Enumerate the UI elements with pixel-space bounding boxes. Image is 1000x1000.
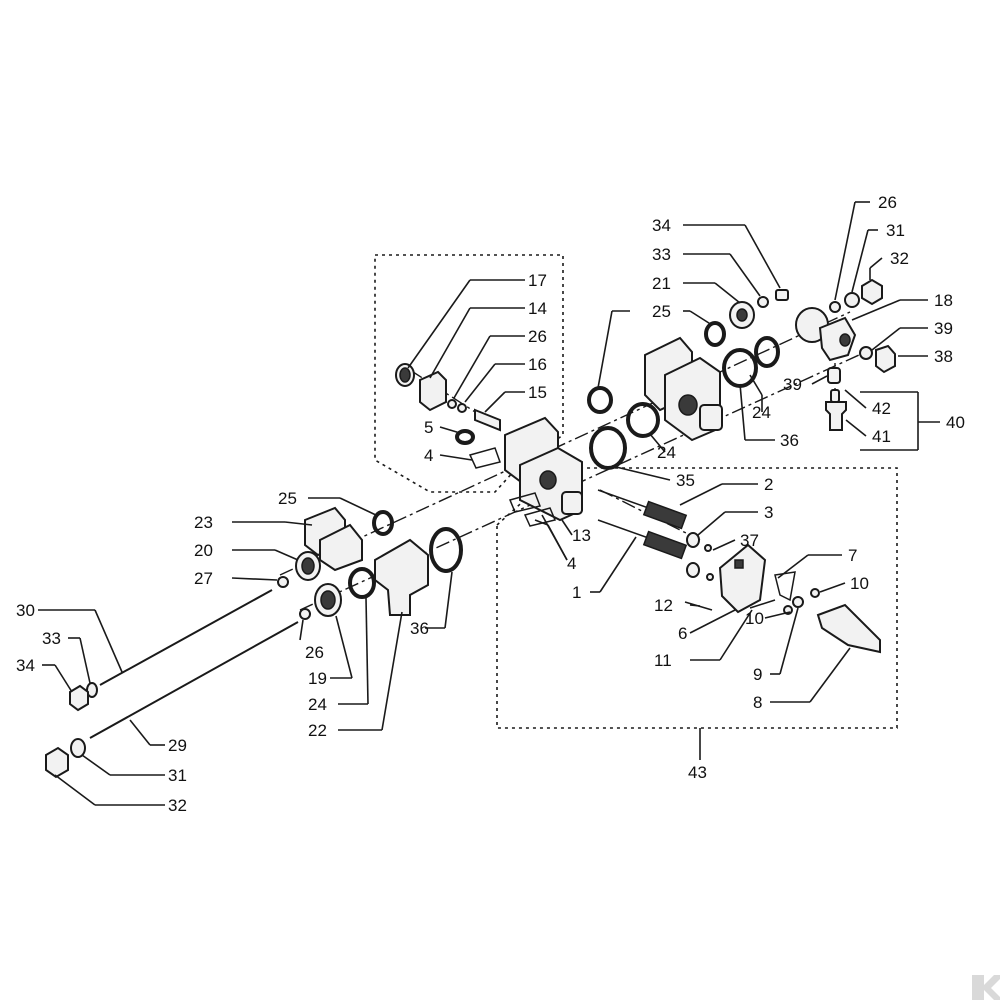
part-label-4-center: 4 [567,554,576,573]
part-label-38: 38 [934,347,953,366]
part-label-17: 17 [528,271,547,290]
leader-lines [38,201,940,806]
part-label-19: 19 [308,669,327,688]
part-label-24-mid: 24 [657,443,676,462]
part-label-39-right: 39 [934,319,953,338]
part-label-9: 9 [753,665,762,684]
part-label-21: 21 [652,274,671,293]
part-label-13: 13 [572,526,591,545]
part-label-30: 30 [16,601,35,620]
gauge-fitting-assembly [795,278,896,431]
part-label-32-top: 32 [890,249,909,268]
valve-group-box [374,254,564,493]
part-label-34-bottom: 34 [16,656,35,675]
center-valve-body [504,416,583,522]
part-label-42: 42 [872,399,891,418]
part-label-31-bottom: 31 [168,766,187,785]
part-label-31-top: 31 [886,221,905,240]
part-label-43: 43 [688,763,707,782]
part-label-12: 12 [654,596,673,615]
part-number-labels: 17 14 26 16 15 5 4 34 33 21 25 26 31 32 … [16,193,965,815]
part-label-8: 8 [753,693,762,712]
part-label-32-bottom: 32 [168,796,187,815]
part-label-4-valve: 4 [424,446,433,465]
part-label-34-top: 34 [652,216,671,235]
part-label-16: 16 [528,355,547,374]
part-label-10-right: 10 [850,574,869,593]
part-label-26-bottom: 26 [305,643,324,662]
part-label-25-top: 25 [652,302,671,321]
part-label-40: 40 [946,413,965,432]
part-label-37: 37 [740,531,759,550]
part-label-7: 7 [848,546,857,565]
part-label-41: 41 [872,427,891,446]
brand-k-logo-icon [972,975,1000,1000]
part-label-5: 5 [424,418,433,437]
rod-nuts-washers [45,682,98,779]
upper-valve-body [644,336,723,442]
part-label-3: 3 [764,503,773,522]
part-label-33-bottom: 33 [42,629,61,648]
part-label-29: 29 [168,736,187,755]
part-label-25-bottom: 25 [278,489,297,508]
spring-washers [686,532,714,581]
lever-parts [684,571,881,654]
part-label-2: 2 [764,475,773,494]
part-label-18: 18 [934,291,953,310]
part-label-26-top: 26 [878,193,897,212]
bleed-screw-assembly [704,289,789,347]
part-label-10-left: 10 [745,609,764,628]
threaded-rods [89,589,299,739]
lower-valve-parts [277,506,463,620]
part-label-11: 11 [654,651,672,670]
part-label-24-top: 24 [752,403,771,422]
part-label-36-top: 36 [780,431,799,450]
part-label-24-bottom: 24 [308,695,327,714]
part-label-35: 35 [676,471,695,490]
pressure-valve-parts [395,363,501,469]
center-staples [508,492,557,527]
part-label-39-left: 39 [783,375,802,394]
part-label-27: 27 [194,569,213,588]
lever-block [718,543,767,614]
part-label-6: 6 [678,624,687,643]
part-label-1: 1 [572,583,581,602]
springs [642,500,688,560]
part-label-20: 20 [194,541,213,560]
part-label-22: 22 [308,721,327,740]
part-label-15: 15 [528,383,547,402]
part-label-23: 23 [194,513,213,532]
part-label-26-valve: 26 [528,327,547,346]
part-label-36-bottom: 36 [410,619,429,638]
part-label-14: 14 [528,299,547,318]
part-label-33-top: 33 [652,245,671,264]
